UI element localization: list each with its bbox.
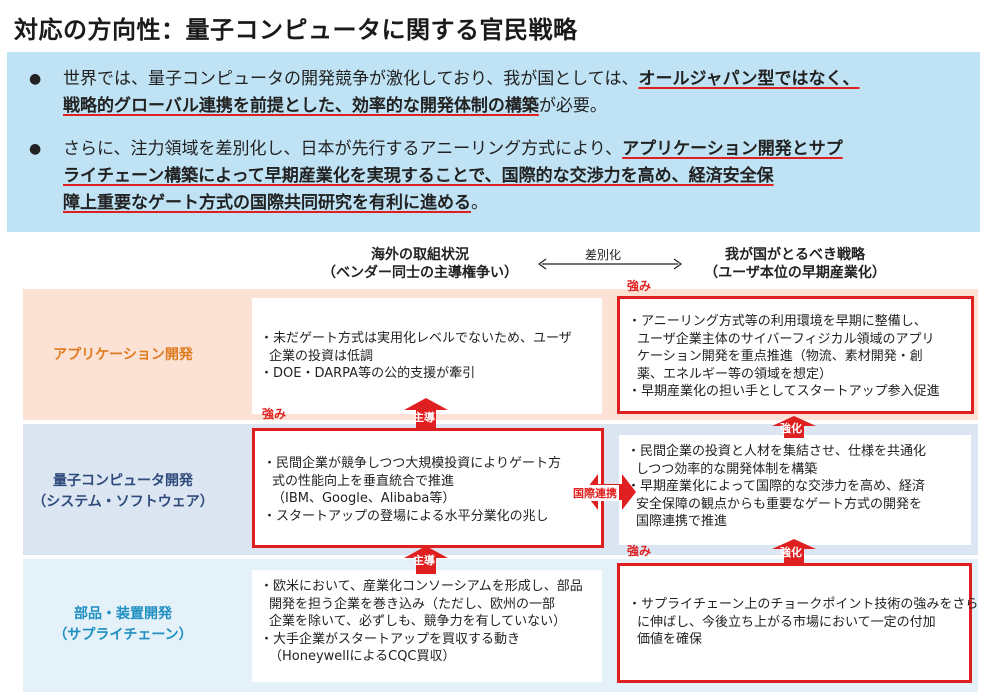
cell-line: ・未だゲート方式は実用化レベルでないため、ユーザ <box>260 331 572 346</box>
differentiation-label: 差別化 <box>585 248 622 262</box>
qc-japan-cell: ・民間企業の投資と人材を集結させ、仕様を共通化 しつつ効率的な開発体制を構築 ・… <box>619 435 971 545</box>
cell-line: ユーザ企業主体のサイバーフィジカル領域のアプリ <box>637 331 935 347</box>
page-title: 対応の方向性：量子コンピュータに関する官民戦略 <box>14 16 578 44</box>
qc-overseas-cell: ・民間企業が競争しつつ大規模投資によりゲート方 式の性能向上を垂直統合で推進 （… <box>252 428 604 548</box>
cell-line: ・早期産業化によって国際的な交渉力を高め、経済 <box>627 479 925 494</box>
cell-line: （HoneywellによるCQC買収） <box>269 649 456 664</box>
reinforce-up-arrow-icon <box>772 416 816 438</box>
cell-line: ・アニーリング方式等の利用環境を早期に整備し、 <box>628 314 927 329</box>
cell-line: ・欧米において、産業化コンソーシアムを形成し、部品 <box>260 579 583 594</box>
international-collaboration-label: 国際連携 <box>571 485 619 501</box>
bullet-1-highlight-2: 戦略的グローバル連携を前提とした、効率的な開発体制の構築 <box>63 96 539 116</box>
cell-line: ケーション開発を重点推進（物流、素材開発・創 <box>637 349 923 364</box>
cell-line: に伸ばし、今後立ち上がる市場において一定の付加 <box>637 614 936 630</box>
qc-row-label: 量子コンピュータ開発 （システム・ソフトウェア） <box>23 471 223 513</box>
apps-japan-cell: ・アニーリング方式等の利用環境を早期に整備し、 ユーザ企業主体のサイバーフィジカ… <box>617 296 974 414</box>
parts-overseas-cell: ・欧米において、産業化コンソーシアムを形成し、部品 開発を担う企業を巻き込み（た… <box>252 570 602 682</box>
bullet-1-highlight-1: オールジャパン型ではなく、 <box>638 69 860 89</box>
bullet-1-pre: 世界では、量子コンピュータの開発競争が激化しており、我が国としては、 <box>63 69 639 89</box>
strength-tag-qc: 強み <box>262 407 287 421</box>
cell-line: 企業の投資は低調 <box>269 348 374 364</box>
japan-column-header: 我が国がとるべき戦略 （ユーザ本位の早期産業化） <box>680 246 910 282</box>
cell-line: 式の性能向上を垂直統合で推進 <box>272 473 455 489</box>
bullet-2-post: 。 <box>471 193 488 213</box>
bullet-2-pre: さらに、注力領域を差別化し、日本が先行するアニーリング方式により、 <box>63 139 623 159</box>
japan-header-subtitle: （ユーザ本位の早期産業化） <box>704 265 886 281</box>
qc-row-label-line-1: 量子コンピュータ開発 <box>53 473 193 489</box>
lead-arrow-label-2: 主導 <box>413 554 435 567</box>
strength-tag-apps: 強み <box>627 279 652 293</box>
lead-arrow-label-1: 主導 <box>413 411 435 424</box>
parts-row-label-line-1: 部品・装置開発 <box>74 606 172 622</box>
lead-up-arrow-icon <box>404 398 448 428</box>
overseas-header-title: 海外の取組状況 <box>371 247 469 263</box>
lead-up-arrow-icon <box>404 546 448 574</box>
bullet-dot-icon: ● <box>29 71 42 87</box>
bullet-2-highlight-3: 障上重要なゲート方式の国際共同研究を有利に進める <box>63 193 471 213</box>
reinforce-up-arrow-icon <box>772 539 816 563</box>
cell-line: 価値を確保 <box>637 632 703 647</box>
bullet-dot-icon: ● <box>29 141 42 157</box>
cell-line: 安全保障の観点からも重要なゲート方式の開発を <box>636 496 923 512</box>
cell-line: ・民間企業が競争しつつ大規模投資によりゲート方 <box>263 456 561 471</box>
cell-line: 企業を除いて、必ずしも、競争力を有していない） <box>269 614 567 629</box>
cell-line: 薬、エネルギー等の領域を想定） <box>637 366 833 382</box>
cell-line: （IBM、Google、Alibaba等） <box>272 491 456 506</box>
summary-bullet-1: ● 世界では、量子コンピュータの開発競争が激化しており、我が国としては、オールジ… <box>29 66 964 120</box>
parts-row-label-line-2: （サプライチェーン） <box>53 627 193 643</box>
japan-header-title: 我が国がとるべき戦略 <box>725 247 865 263</box>
bullet-2-highlight-2: ライチェーン構築によって早期産業化を実現することで、国際的な交渉力を高め、経済安… <box>63 166 774 186</box>
cell-line: ・早期産業化の担い手としてスタートアップ参入促進 <box>628 384 940 399</box>
reinforce-arrow-label-2: 強化 <box>780 546 802 559</box>
qc-row-label-line-2: （システム・ソフトウェア） <box>32 494 214 510</box>
reinforce-arrow-label-1: 強化 <box>780 422 802 435</box>
cell-line: ・民間企業の投資と人材を集結させ、仕様を共通化 <box>627 444 927 459</box>
cell-line: 開発を担う企業を巻き込み（ただし、欧州の一部 <box>269 596 556 612</box>
cell-line: ・スタートアップの登場による水平分業化の兆し <box>263 508 549 524</box>
cell-line: ・大手企業がスタートアップを買収する動き <box>260 631 521 647</box>
strength-tag-parts: 強み <box>627 544 652 558</box>
bullet-1-post: が必要。 <box>538 96 607 116</box>
differentiation-double-arrow-icon <box>537 258 683 270</box>
overseas-header-subtitle: （ベンダー同士の主導権争い） <box>322 265 518 281</box>
apps-overseas-cell: ・未だゲート方式は実用化レベルでないため、ユーザ 企業の投資は低調 ・DOE・D… <box>252 298 602 414</box>
bullet-2-highlight-1: アプリケーション開発とサプ <box>622 139 843 159</box>
overseas-column-header: 海外の取組状況 （ベンダー同士の主導権争い） <box>300 246 540 282</box>
cell-line: しつつ効率的な開発体制を構築 <box>636 461 818 477</box>
cell-line: ・サプライチェーン上のチョークポイント技術の強みをさら <box>628 597 979 612</box>
cell-line: ・DOE・DARPA等の公的支援が牽引 <box>260 366 476 381</box>
parts-row-label: 部品・装置開発 （サプライチェーン） <box>23 604 223 646</box>
summary-bullet-2: ● さらに、注力領域を差別化し、日本が先行するアニーリング方式により、アプリケー… <box>29 136 964 217</box>
apps-row-label: アプリケーション開発 <box>53 347 193 363</box>
cell-line: 国際連携で推進 <box>636 514 728 529</box>
parts-japan-cell: ・サプライチェーン上のチョークポイント技術の強みをさら に伸ばし、今後立ち上がる… <box>617 563 979 683</box>
summary-box: ● 世界では、量子コンピュータの開発競争が激化しており、我が国としては、オールジ… <box>7 52 980 232</box>
